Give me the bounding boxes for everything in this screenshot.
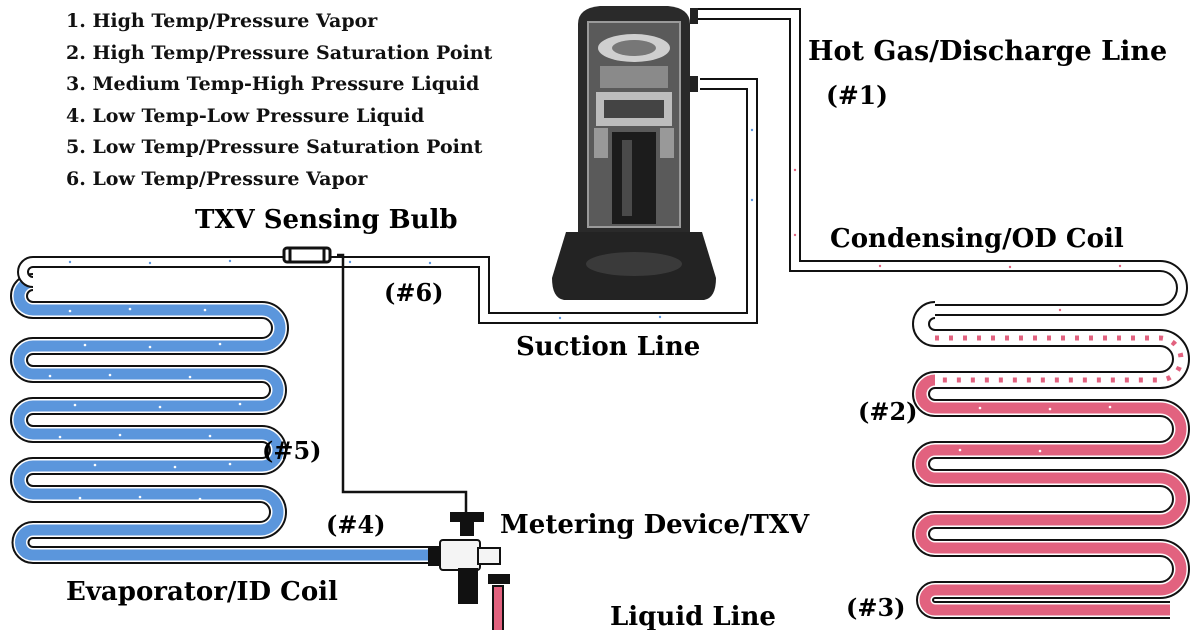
hot-gas-line-label: Hot Gas/Discharge Line (808, 36, 1167, 67)
txv-sensing-bulb-label: TXV Sensing Bulb (195, 205, 458, 235)
evaporator-coil-label: Evaporator/ID Coil (66, 577, 338, 607)
state-legend: 1. High Temp/Pressure Vapor 2. High Temp… (66, 6, 492, 196)
condensing-coil (912, 301, 1190, 619)
legend-item: 6. Low Temp/Pressure Vapor (66, 167, 368, 190)
metering-device-label: Metering Device/TXV (500, 510, 810, 540)
capillary-tube (337, 253, 468, 512)
point-1-label: (#1) (826, 81, 888, 110)
legend-item: 5. Low Temp/Pressure Saturation Point (66, 136, 483, 159)
legend-item: 4. Low Temp-Low Pressure Liquid (66, 104, 425, 127)
condensing-coil-label: Condensing/OD Coil (830, 224, 1124, 254)
evaporator-coil (10, 256, 445, 564)
point-4-label: (#4) (326, 510, 386, 539)
discharge-line-pipe (690, 8, 1188, 316)
liquid-line-label: Liquid Line (610, 602, 776, 630)
compressor-image (552, 6, 716, 300)
txv-valve (428, 512, 510, 604)
legend-item: 1. High Temp/Pressure Vapor (66, 10, 378, 32)
point-6-label: (#6) (384, 278, 444, 307)
legend-item: 2. High Temp/Pressure Saturation Point (66, 41, 493, 64)
suction-line-label: Suction Line (516, 332, 700, 362)
liquid-line-pipe (492, 585, 504, 630)
legend-item: 3. Medium Temp-High Pressure Liquid (66, 73, 480, 96)
point-3-label: (#3) (846, 593, 906, 622)
point-5-label: (#5) (262, 436, 322, 465)
point-2-label: (#2) (858, 397, 918, 426)
suction-line-pipe (290, 78, 758, 324)
txv-sensing-bulb (282, 246, 332, 264)
